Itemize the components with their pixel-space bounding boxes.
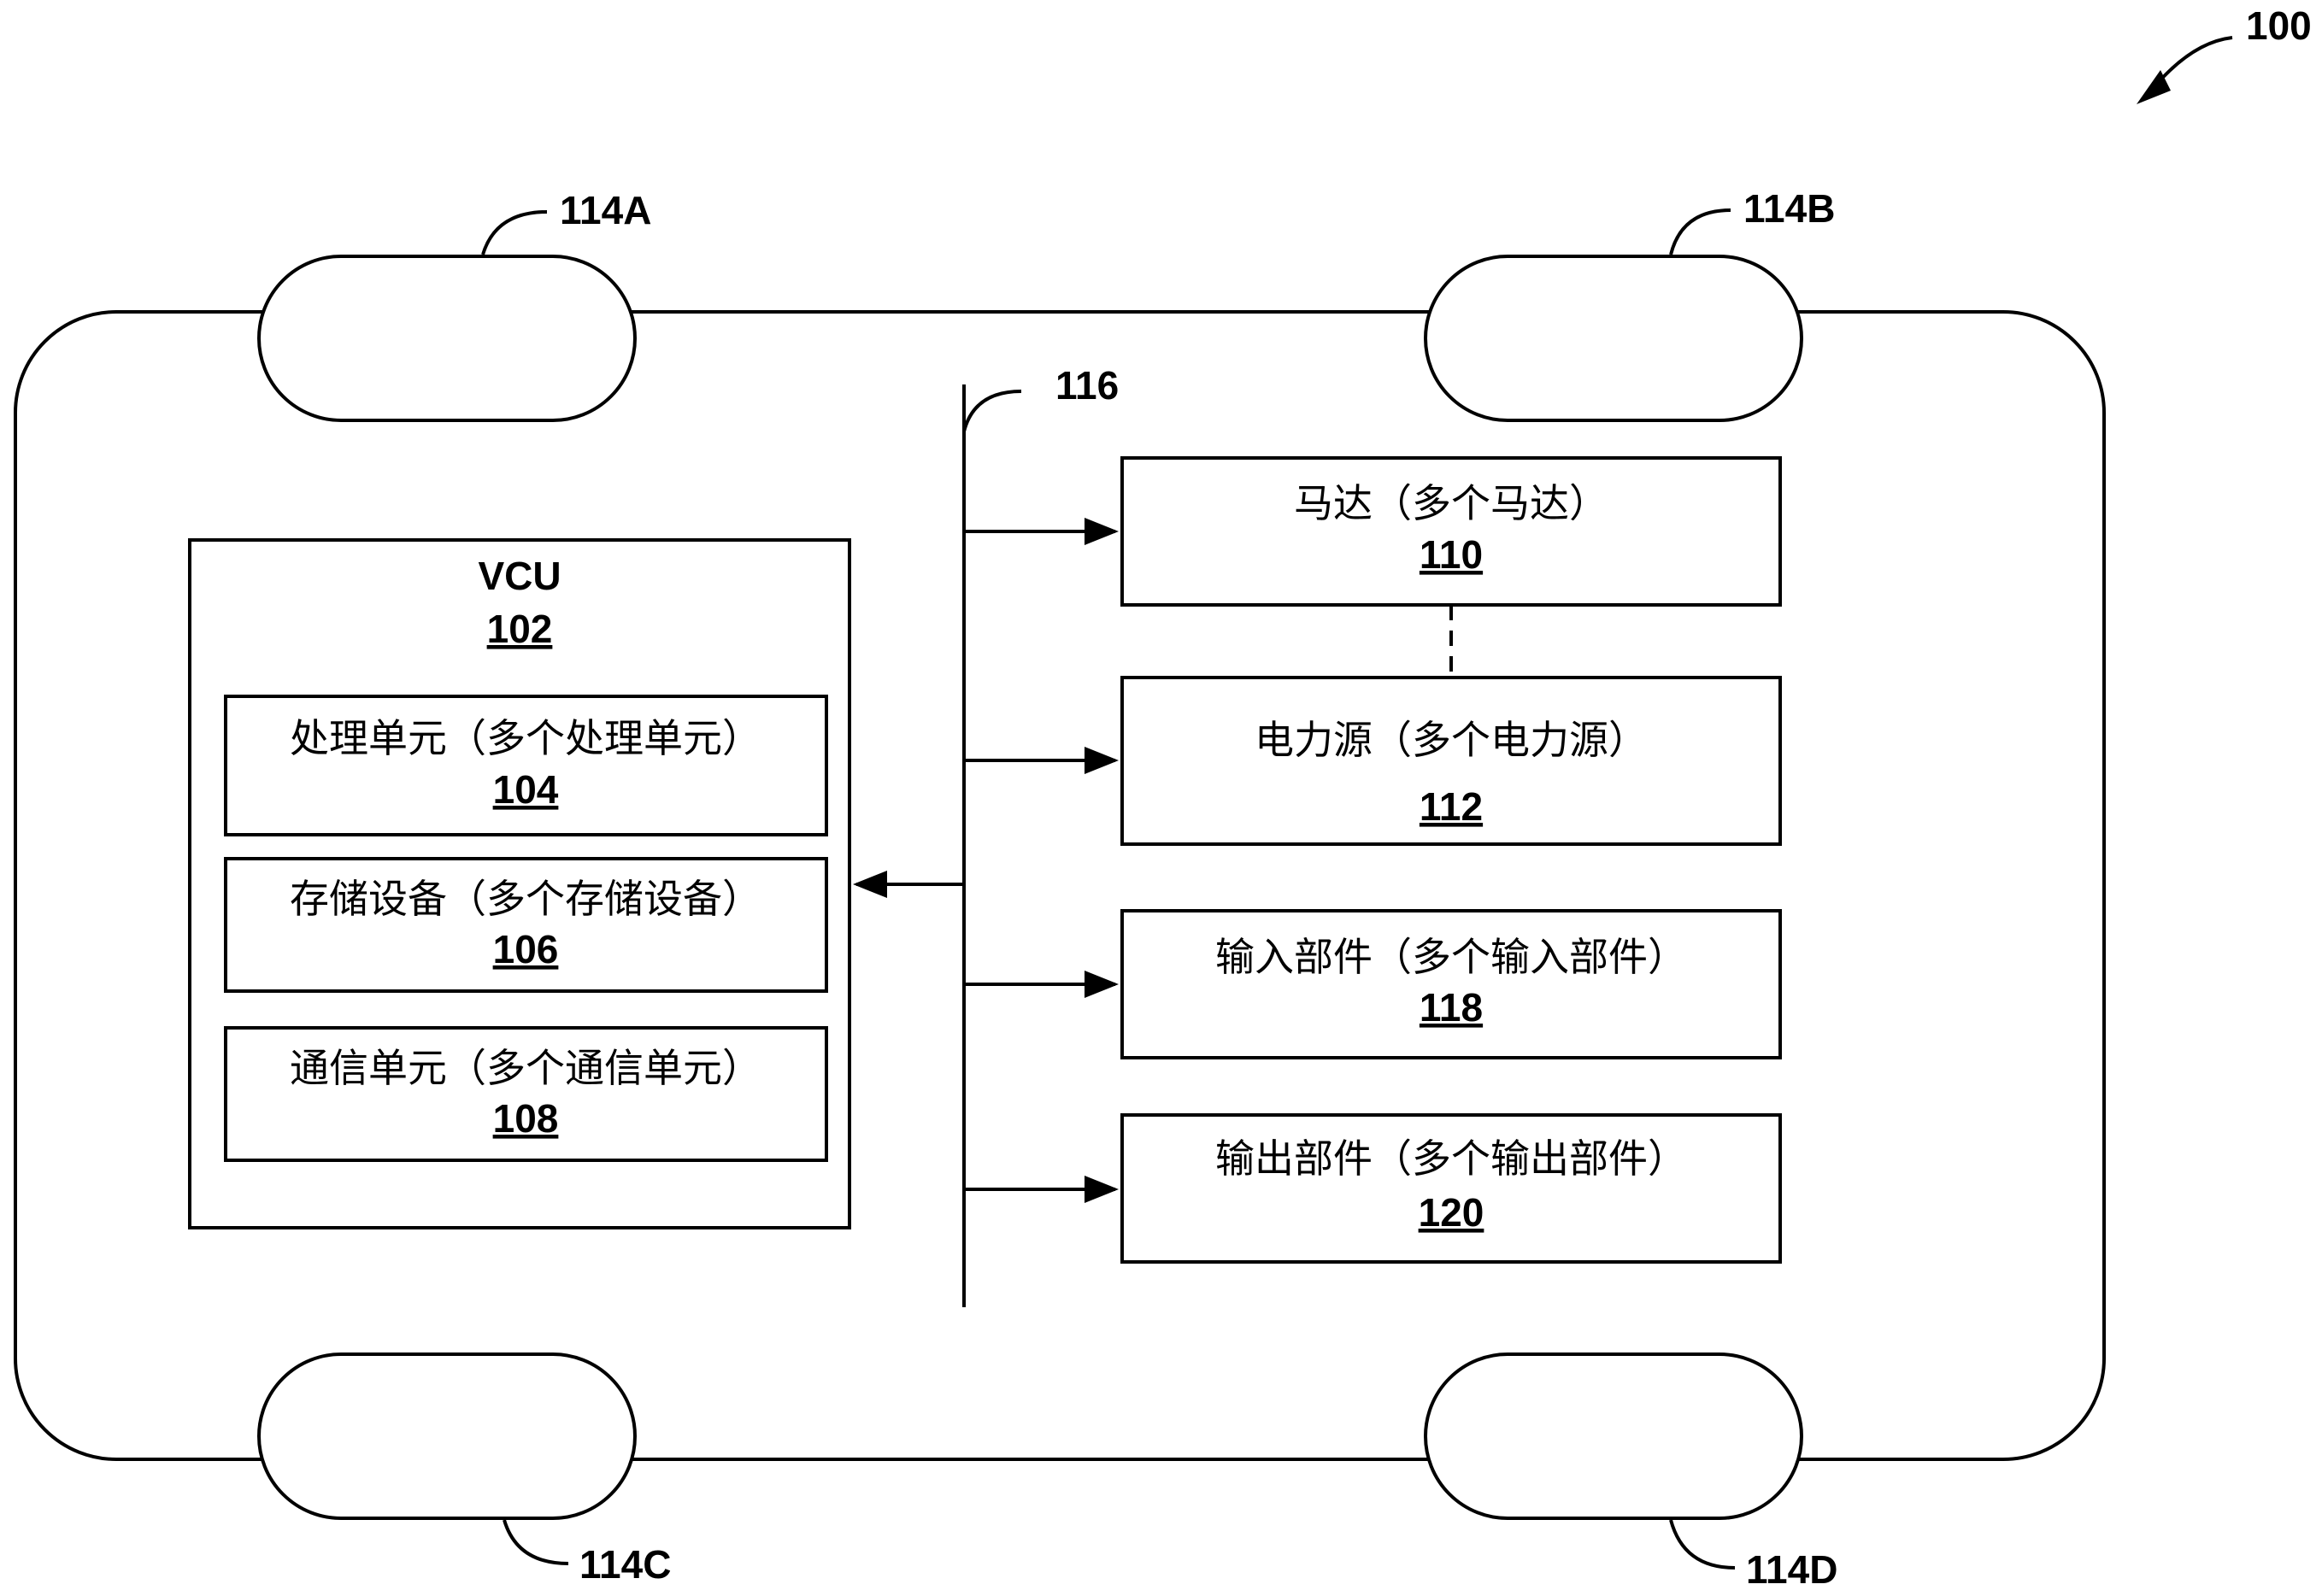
wheel-front-left-label: 114A: [560, 188, 651, 232]
wheel-rear-left-label: 114C: [579, 1542, 671, 1587]
bus-label: 116: [1055, 363, 1119, 408]
wheel-rear-right: [1424, 1352, 1803, 1520]
wheel-rear-right-label: 114D: [1746, 1547, 1837, 1592]
input-component-number: 118: [1420, 985, 1483, 1030]
output-component-number: 120: [1419, 1190, 1484, 1235]
storage-device-number: 106: [493, 927, 559, 971]
power-source-label: 电力源（多个电力源）: [1255, 717, 1648, 763]
figure-ref-label: 100: [2246, 3, 2312, 48]
output-component-block: [1120, 1113, 1782, 1264]
wheel-front-left-leader: [481, 210, 548, 255]
processing-unit-label: 处理单元（多个处理单元）: [290, 715, 761, 761]
storage-device-label: 存储设备（多个存储设备）: [290, 876, 761, 922]
processing-unit-block: [224, 695, 828, 836]
bus-leader: [962, 390, 1022, 432]
wheel-front-right: [1424, 255, 1803, 422]
vcu-number: 102: [487, 607, 553, 651]
communication-unit-block: [224, 1026, 828, 1162]
communication-unit-label: 通信单元（多个通信单元）: [290, 1045, 761, 1091]
wheel-front-right-label: 114B: [1743, 186, 1835, 231]
vehicle-body: [14, 310, 2106, 1461]
power-source-number: 112: [1420, 784, 1483, 829]
wheel-rear-left: [257, 1352, 637, 1520]
storage-device-block: [224, 857, 828, 993]
wheel-front-left: [257, 255, 637, 422]
motor-block: [1120, 456, 1782, 607]
input-component-label: 输入部件（多个输入部件）: [1215, 934, 1687, 980]
processing-unit-number: 104: [493, 767, 559, 812]
power-source-block: [1120, 676, 1782, 846]
figure-ref-arrowhead: [2137, 70, 2171, 104]
communication-unit-number: 108: [493, 1096, 559, 1141]
input-component-block: [1120, 909, 1782, 1059]
vcu-title: VCU: [478, 554, 561, 598]
motor-label: 马达（多个马达）: [1294, 480, 1608, 526]
wheel-front-right-leader: [1669, 208, 1731, 255]
motor-number: 110: [1420, 532, 1483, 577]
output-component-label: 输出部件（多个输出部件）: [1215, 1135, 1687, 1182]
wheel-rear-left-leader: [503, 1519, 569, 1565]
wheel-rear-right-leader: [1669, 1519, 1736, 1570]
